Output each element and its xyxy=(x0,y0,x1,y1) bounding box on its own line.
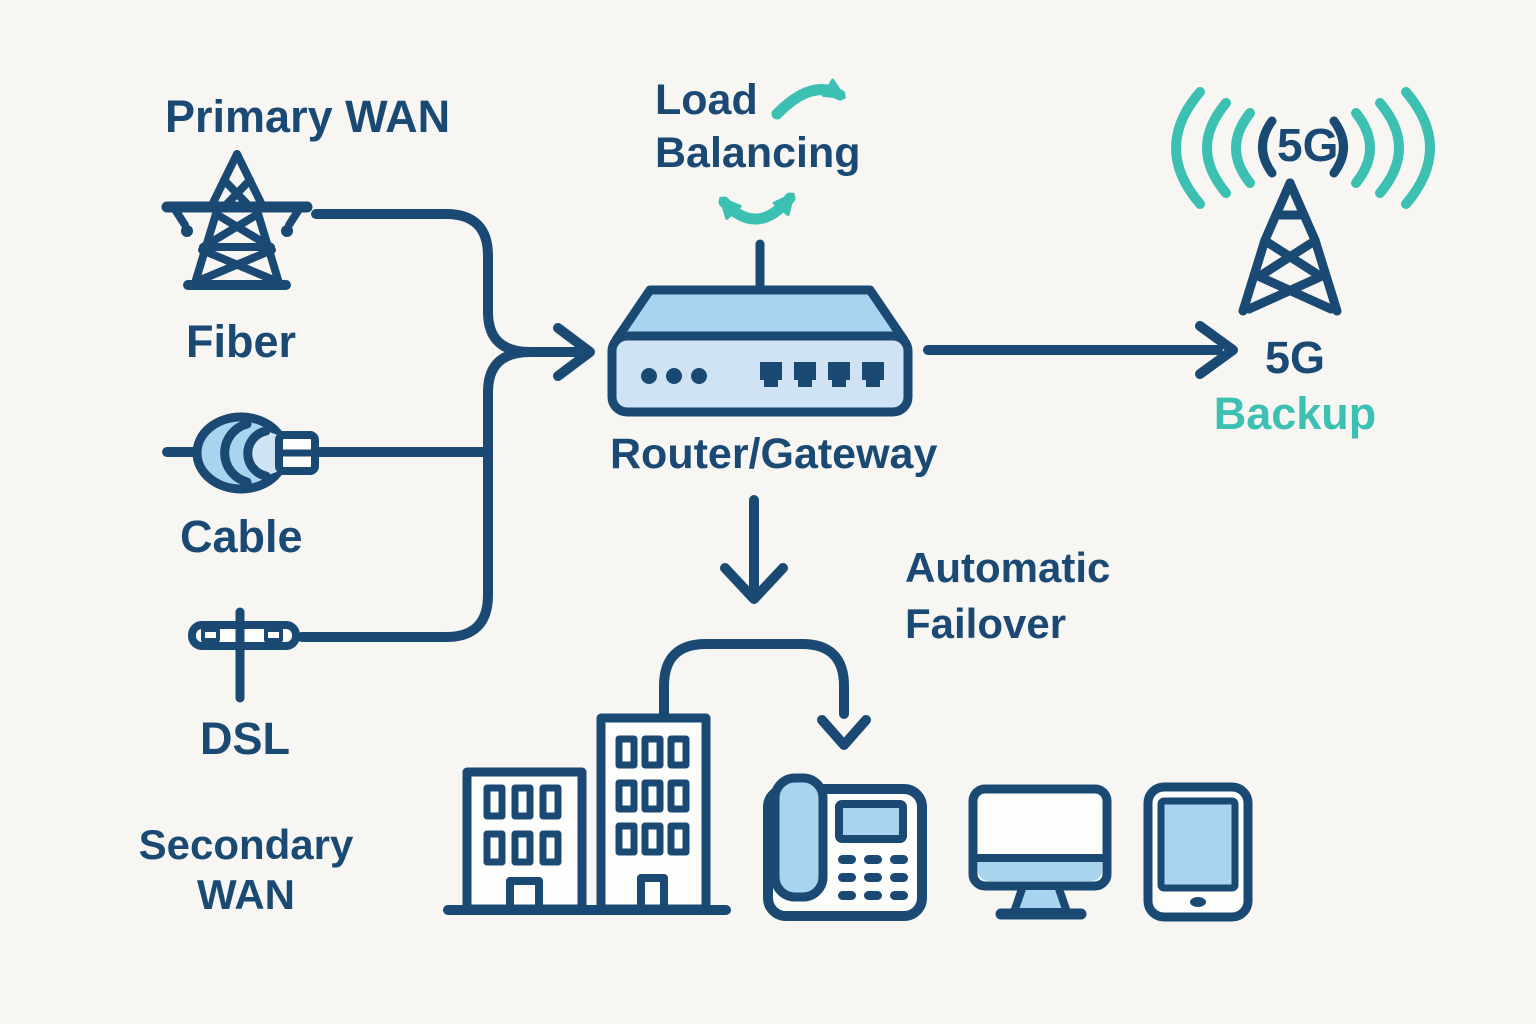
backup-5g-line2: Backup xyxy=(1213,388,1377,440)
secondary-wan-label: Secondary WAN xyxy=(115,820,377,921)
phone-keypad xyxy=(838,855,908,900)
dsl-label: DSL xyxy=(200,713,290,764)
phone-handset xyxy=(770,773,828,902)
failover-bracket xyxy=(659,639,849,719)
load-balancing-label: Load Balancing xyxy=(655,74,861,180)
wan-junction-lines xyxy=(297,209,595,642)
dsl-modem-icon xyxy=(188,607,300,703)
fiber-label: Fiber xyxy=(186,316,297,367)
buildings-icon xyxy=(443,713,731,915)
transmission-tower-icon xyxy=(161,150,313,290)
fiber-line xyxy=(311,209,535,357)
load-balancing-arc-bottom xyxy=(718,192,796,225)
phone-screen xyxy=(835,800,907,843)
failover-arrow-head xyxy=(817,715,871,750)
automatic-failover-line1: Automatic xyxy=(905,544,1111,591)
wan-to-5g-arrow xyxy=(923,321,1238,379)
load-balancing-line2: Balancing xyxy=(655,128,861,177)
junction-arrow-head xyxy=(553,323,595,381)
router-gateway-label: Router/Gateway xyxy=(610,430,938,478)
wan-to-5g-head xyxy=(1195,321,1238,379)
cell-tower-icon xyxy=(1238,178,1342,316)
cable-label: Cable xyxy=(180,511,303,562)
router-leds xyxy=(641,368,707,384)
automatic-failover-line2: Failover xyxy=(905,599,1067,647)
monitor-stand xyxy=(1010,882,1071,916)
tablet-icon xyxy=(1143,782,1253,922)
primary-wan-label: Primary WAN xyxy=(165,91,451,142)
desk-phone-icon xyxy=(763,773,927,921)
load-balancing-line1: Load xyxy=(655,76,758,124)
secondary-wan-line2: WAN xyxy=(197,871,295,919)
load-balancing-arrows-icon xyxy=(718,78,846,225)
failover-arrow xyxy=(659,639,871,750)
automatic-failover-label: Automatic Failover xyxy=(905,540,1110,652)
tower-5g-badge: 5G xyxy=(1277,119,1339,171)
tablet-home-button xyxy=(1190,897,1206,907)
left-building-windows xyxy=(483,784,562,866)
backup-5g-line1: 5G xyxy=(1264,332,1326,383)
secondary-wan-line1: Secondary xyxy=(138,821,354,868)
router-icon xyxy=(607,239,913,417)
signal-waves-icon xyxy=(1171,87,1435,209)
router-down-arrow xyxy=(720,495,788,604)
tablet-screen xyxy=(1157,797,1239,892)
cable-connector-icon xyxy=(162,412,319,494)
monitor-icon xyxy=(968,784,1112,920)
tall-building-windows xyxy=(615,735,690,856)
router-ports xyxy=(760,362,884,387)
backup-5g-label: 5G Backup xyxy=(1210,330,1380,443)
dsl-line xyxy=(297,347,535,642)
down-arrow-head xyxy=(720,563,788,604)
load-balancing-arc-top xyxy=(771,78,846,120)
